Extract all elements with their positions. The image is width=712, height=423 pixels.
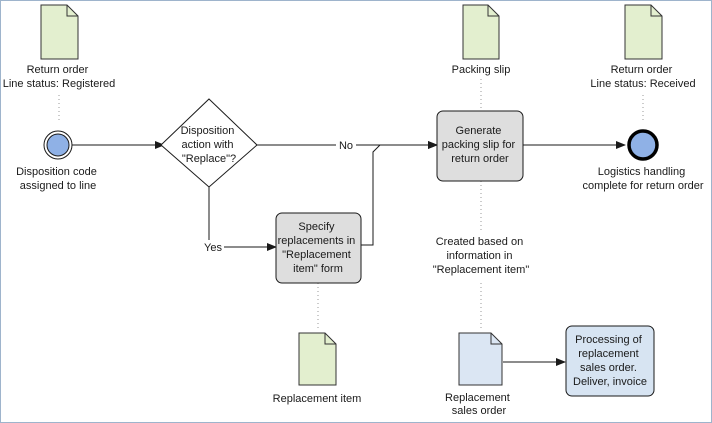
start-event: Disposition code assigned to line bbox=[16, 130, 100, 192]
doc-packing-slip-label: Packing slip bbox=[452, 64, 511, 76]
doc-return-order-received-label: Return order Line status: Received bbox=[590, 64, 695, 90]
doc-return-order-received: Return order Line status: Received bbox=[590, 4, 696, 90]
doc-return-order-registered-label: Return order Line status: Registered bbox=[3, 64, 116, 90]
replace-gateway-label: Disposition action with "Replace"? bbox=[181, 125, 238, 165]
task-processing-replacement-label: Processing of replacement sales order. D… bbox=[573, 334, 647, 388]
task-processing-replacement: Processing of replacement sales order. D… bbox=[565, 325, 655, 397]
doc-return-order-registered: Return order Line status: Registered bbox=[3, 4, 116, 90]
task-specify-replacements-label: Specify replacements in "Replacement ite… bbox=[278, 221, 359, 275]
task-specify-replacements: Specify replacements in "Replacement ite… bbox=[275, 212, 362, 284]
doc-replacement-item-label: Replacement item bbox=[273, 393, 362, 405]
flow-gateway-yes bbox=[208, 187, 277, 251]
flow-specify-to-generate bbox=[361, 141, 438, 246]
end-event: Logistics handling complete for return o… bbox=[582, 129, 704, 192]
gateway-yes-label: Yes bbox=[204, 242, 222, 254]
doc-packing-slip: Packing slip bbox=[452, 4, 511, 76]
doc-replacement-item: Replacement item bbox=[273, 332, 362, 405]
task-generate-packing-slip: Generate packing slip for return order bbox=[436, 110, 524, 182]
doc-replacement-sales-order-label: Replacement sales order bbox=[445, 392, 513, 417]
doc-replacement-sales-order: Replacement sales order bbox=[445, 332, 513, 417]
replace-gateway: Disposition action with "Replace"? bbox=[160, 98, 258, 188]
annotation-replacement-item: Created based on information in "Replace… bbox=[433, 236, 530, 276]
task-generate-packing-slip-label: Generate packing slip for return order bbox=[442, 125, 518, 165]
no-label-bg bbox=[336, 138, 356, 152]
end-event-label: Logistics handling complete for return o… bbox=[582, 166, 703, 192]
start-event-label: Disposition code assigned to line bbox=[16, 166, 100, 192]
association-lines bbox=[58, 79, 644, 331]
yes-label-bg bbox=[202, 240, 224, 254]
gateway-no-label: No bbox=[339, 140, 353, 152]
